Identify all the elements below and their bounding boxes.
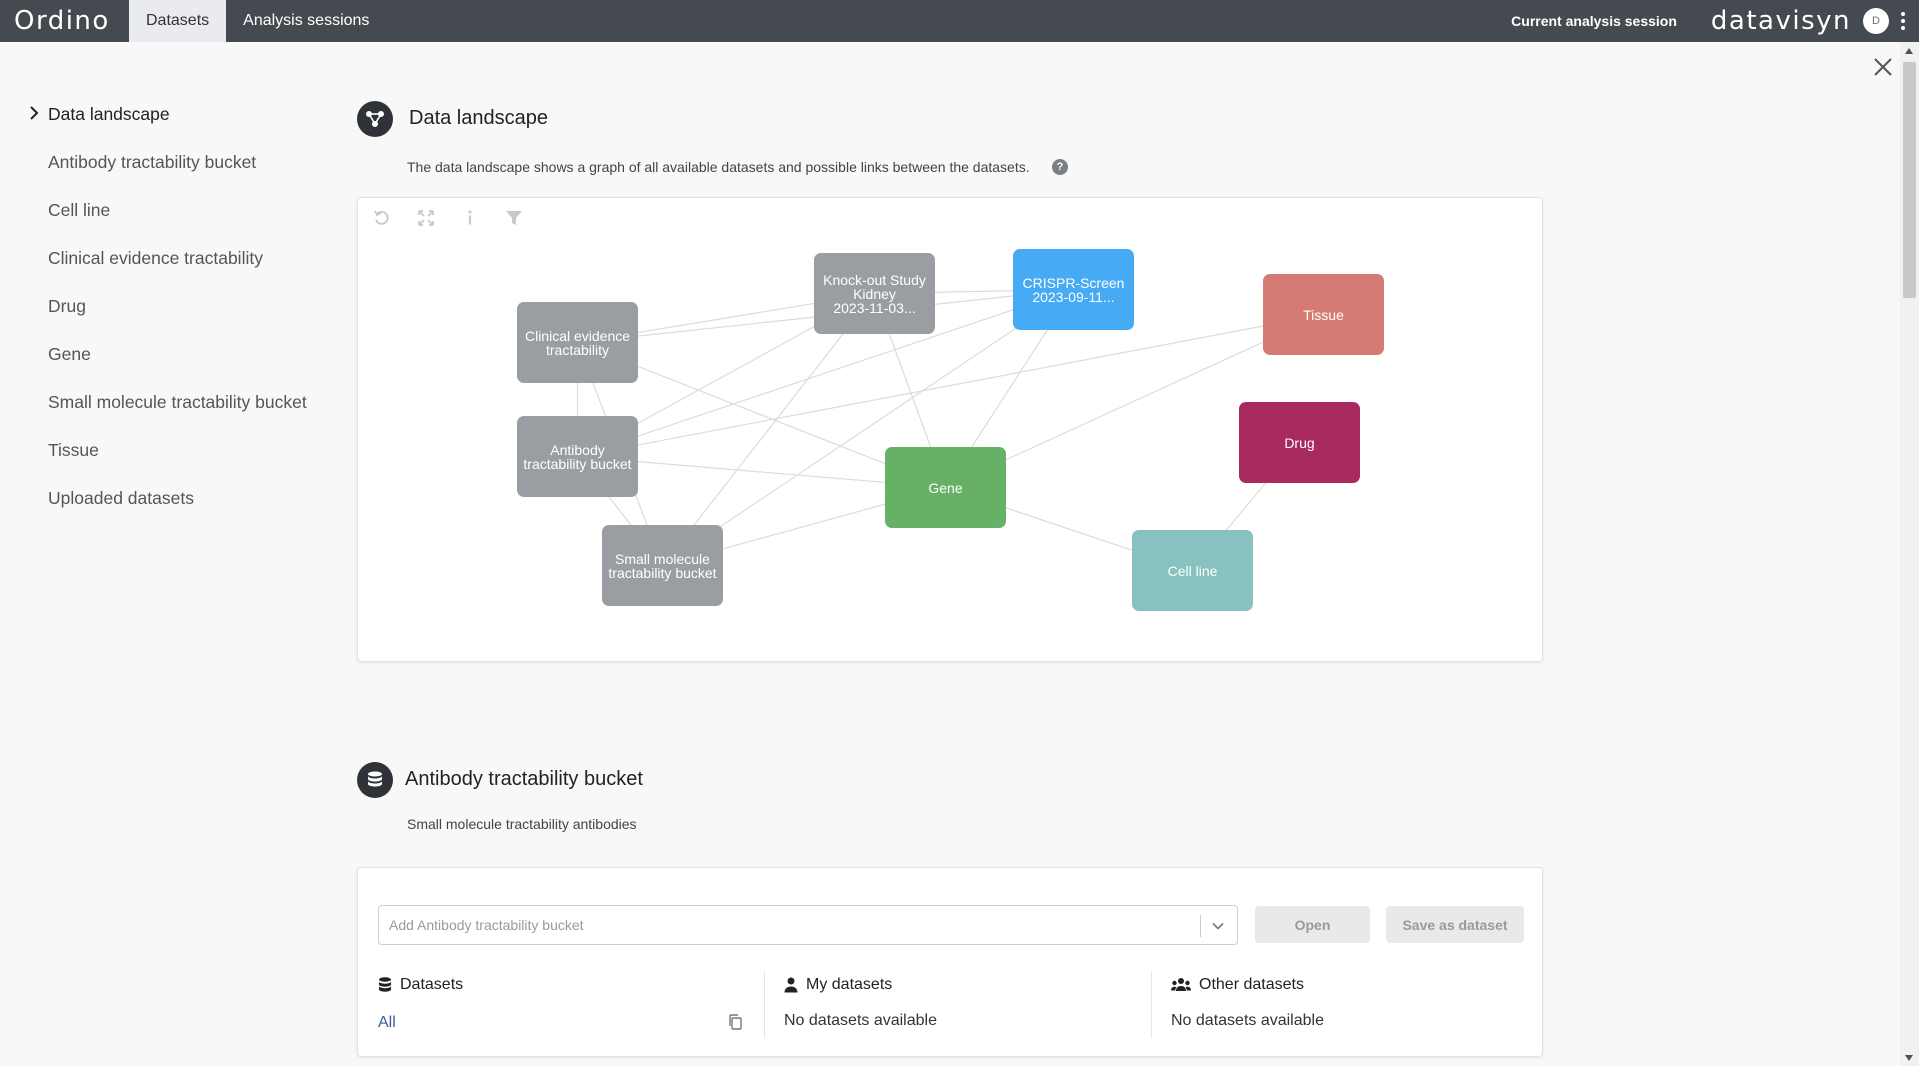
all-datasets-link[interactable]: All [378, 1014, 396, 1031]
scrollbar-thumb[interactable] [1903, 62, 1916, 298]
data-landscape-title: Data landscape [409, 107, 548, 129]
data-landscape-description: The data landscape shows a graph of all … [407, 159, 1030, 175]
help-icon[interactable]: ? [1052, 159, 1068, 175]
info-icon[interactable] [460, 208, 480, 228]
database-icon [379, 977, 391, 992]
brand-logo: datavisyn [1710, 6, 1851, 36]
tab-analysis-sessions[interactable]: Analysis sessions [243, 12, 370, 29]
my-datasets-empty: No datasets available [784, 1012, 937, 1029]
antibody-bucket-card: Add Antibody tractability bucket Open Sa… [357, 867, 1543, 1057]
node-drug[interactable]: Drug [1239, 402, 1360, 483]
close-icon[interactable] [1872, 56, 1894, 78]
filter-icon[interactable] [504, 208, 524, 228]
column-divider [764, 971, 765, 1038]
antibody-bucket-description: Small molecule tractability antibodies [407, 816, 637, 832]
fit-icon[interactable] [416, 208, 436, 228]
reset-icon[interactable] [372, 208, 392, 228]
sidebar-item-tissue[interactable]: Tissue [48, 440, 99, 460]
select-separator [1200, 915, 1201, 937]
column-divider [1151, 971, 1152, 1038]
sidebar-item-clinical-evidence-tractability[interactable]: Clinical evidence tractability [48, 248, 263, 268]
scroll-down-arrow-icon[interactable] [1905, 1055, 1913, 1061]
sidebar: Data landscape Antibody tractability buc… [0, 42, 330, 1066]
add-dataset-select[interactable]: Add Antibody tractability bucket [378, 905, 1238, 945]
other-datasets-empty: No datasets available [1171, 1012, 1324, 1029]
open-button[interactable]: Open [1255, 906, 1370, 943]
more-menu-icon[interactable] [1899, 12, 1907, 30]
node-cell-line[interactable]: Cell line [1132, 530, 1253, 611]
my-datasets-title: My datasets [806, 976, 893, 993]
database-icon [357, 762, 393, 798]
other-datasets-column-header: Other datasets [1171, 976, 1304, 994]
copy-icon[interactable] [727, 1013, 743, 1031]
my-datasets-column-header: My datasets [784, 976, 892, 994]
datasets-column-title: Datasets [400, 976, 464, 993]
node-gene[interactable]: Gene [885, 447, 1006, 528]
avatar[interactable]: D [1863, 8, 1889, 34]
sidebar-item-drug[interactable]: Drug [48, 296, 86, 316]
tab-datasets[interactable]: Datasets [129, 0, 227, 42]
datasets-column-header: Datasets [378, 976, 463, 994]
add-dataset-placeholder: Add Antibody tractability bucket [389, 917, 584, 933]
user-icon [784, 977, 798, 993]
app-logo[interactable]: Ordino [14, 6, 110, 36]
sidebar-item-uploaded-datasets[interactable]: Uploaded datasets [48, 488, 194, 508]
graph-icon [357, 101, 393, 137]
top-navbar: Ordino Datasets Analysis sessions Curren… [0, 0, 1919, 42]
current-analysis-session-button[interactable]: Current analysis session [1511, 13, 1677, 29]
scroll-up-arrow-icon[interactable] [1905, 48, 1913, 54]
scrollbar[interactable] [1900, 42, 1919, 1066]
top-right-area: Current analysis session datavisyn D [1511, 0, 1919, 42]
chevron-down-icon[interactable] [1211, 919, 1225, 933]
sidebar-item-data-landscape[interactable]: Data landscape [48, 104, 170, 124]
other-datasets-title: Other datasets [1199, 976, 1304, 993]
chevron-right-icon [30, 106, 39, 120]
sidebar-item-gene[interactable]: Gene [48, 344, 91, 364]
node-tissue[interactable]: Tissue [1263, 274, 1384, 355]
sidebar-item-antibody-tractability-bucket[interactable]: Antibody tractability bucket [48, 152, 257, 172]
antibody-bucket-title: Antibody tractability bucket [405, 768, 643, 790]
sidebar-item-small-molecule-tractability-bucket[interactable]: Small molecule tractability bucket [48, 392, 307, 412]
sidebar-item-cell-line[interactable]: Cell line [48, 200, 111, 220]
graph-edge-antibody-tissue [577, 313, 1324, 458]
save-as-dataset-button[interactable]: Save as dataset [1386, 906, 1524, 943]
users-icon [1171, 978, 1191, 991]
